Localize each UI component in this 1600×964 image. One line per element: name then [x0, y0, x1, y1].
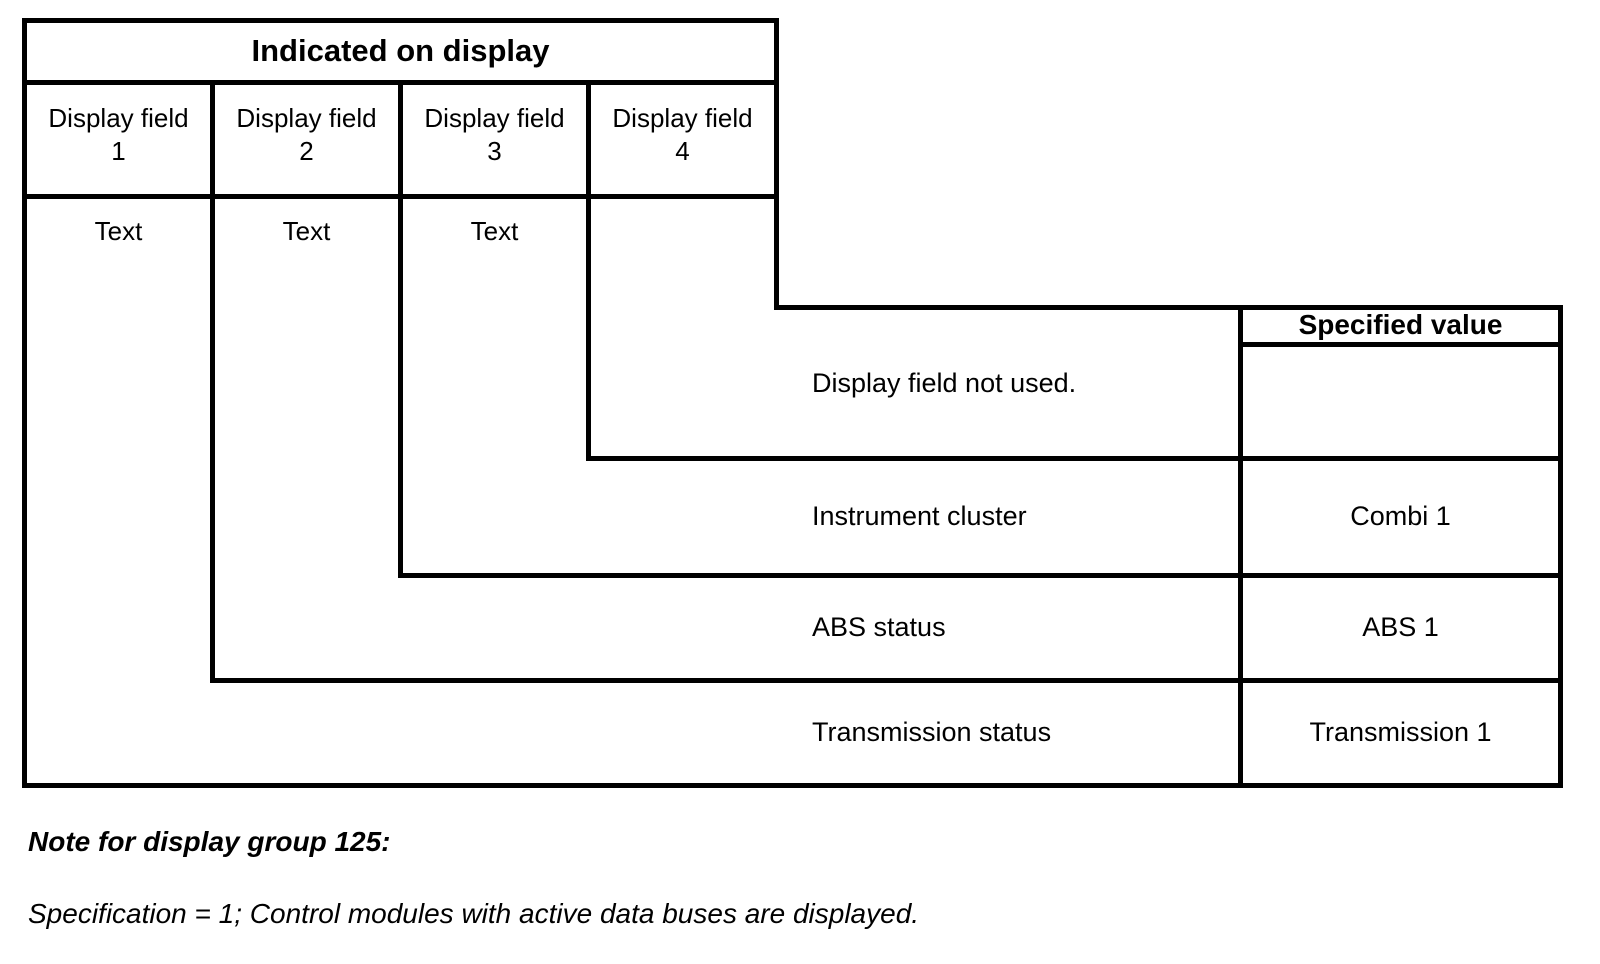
table-border-right	[1558, 305, 1563, 788]
row-label-abs-status: ABS status	[812, 612, 946, 642]
column1-left-border	[22, 18, 27, 788]
step-line-row3-bottom	[210, 678, 1563, 683]
row-value-abs-status: ABS 1	[1362, 612, 1439, 642]
text-cell-field-2: Text	[282, 216, 331, 246]
row-label-transmission-status: Transmission status	[812, 717, 1052, 747]
table-border-top	[22, 18, 779, 23]
row-label-display-field-not-used: Display field not used.	[812, 368, 1077, 398]
table-border-bottom	[22, 783, 1563, 788]
column-header-number: 3	[487, 136, 502, 166]
text-cell-field-1: Text	[94, 216, 143, 246]
step-line-row1-bottom	[586, 456, 1563, 461]
column-header-display-field-2: Display field 2	[217, 102, 396, 168]
column-header-label: Display field	[612, 103, 753, 133]
row-value-transmission-status: Transmission 1	[1309, 717, 1492, 747]
column-header-number: 1	[111, 136, 126, 166]
step-line-row1-top	[774, 305, 1563, 310]
column4-right-border	[774, 18, 779, 310]
row-value-instrument-cluster: Combi 1	[1350, 501, 1451, 531]
column2-left-border	[210, 80, 215, 683]
column-header-number: 2	[299, 136, 314, 166]
column-header-label: Display field	[424, 103, 565, 133]
column-header-display-field-1: Display field 1	[29, 102, 208, 168]
column3-left-border	[398, 80, 403, 578]
row-label-instrument-cluster: Instrument cluster	[812, 501, 1027, 531]
step-line-row2-bottom	[398, 573, 1563, 578]
column4-left-border	[586, 80, 591, 461]
column-header-display-field-3: Display field 3	[405, 102, 584, 168]
note-title: Note for display group 125:	[28, 826, 391, 857]
text-cell-field-3: Text	[470, 216, 519, 246]
note-body: Specification = 1; Control modules with …	[28, 898, 920, 929]
column-header-number: 4	[675, 136, 690, 166]
spec-header-underline	[1238, 342, 1563, 347]
spec-column-left-border	[1238, 305, 1243, 788]
specified-value-header: Specified value	[1298, 309, 1503, 340]
column-header-label: Display field	[236, 103, 377, 133]
table-title: Indicated on display	[251, 33, 550, 68]
column-header-display-field-4: Display field 4	[593, 102, 772, 168]
column-header-label: Display field	[48, 103, 189, 133]
